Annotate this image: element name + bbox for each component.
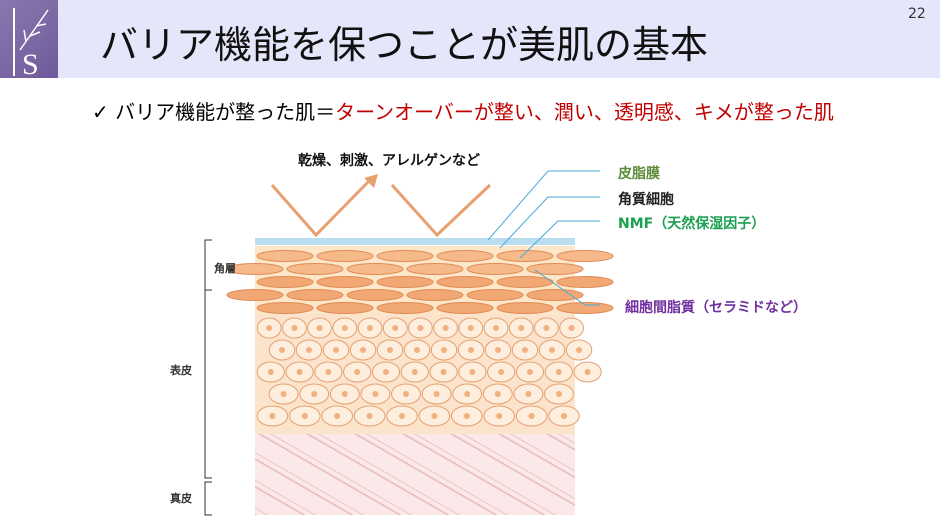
corneocyte	[406, 289, 464, 301]
corneocyte	[376, 302, 434, 314]
label-nmf: NMF（天然保湿因子）	[618, 216, 766, 232]
corneocyte	[436, 250, 494, 262]
corneocyte	[256, 302, 314, 314]
leader-nmf	[519, 220, 600, 259]
logo-graphic: S	[13, 8, 49, 78]
corneocyte	[526, 289, 584, 301]
page-title: バリア機能を保つことが美肌の基本	[100, 23, 709, 67]
label-stratum-corneum: 角層	[214, 262, 236, 275]
corneocyte	[496, 302, 554, 314]
corneocyte	[496, 276, 554, 288]
ks-logo: S	[0, 0, 58, 78]
bracket-epidermis	[204, 239, 212, 479]
corneocyte	[226, 289, 284, 301]
leader-corneocyte	[499, 196, 600, 249]
arrowhead-icon	[364, 174, 378, 188]
dermis	[255, 420, 575, 515]
bullet-point: ✓ バリア機能が整った肌＝ターンオーバーが整い、潤い、透明感、キメが整った肌	[92, 96, 834, 125]
svg-text:S: S	[22, 48, 39, 78]
corneocyte	[526, 263, 584, 275]
corneocyte	[496, 250, 554, 262]
bracket-dermis	[204, 481, 212, 516]
corneocyte	[256, 250, 314, 262]
corneocyte	[346, 263, 404, 275]
corneocyte	[256, 276, 314, 288]
bracket-stratum	[204, 239, 212, 291]
corneocyte	[556, 302, 614, 314]
label-dermis: 真皮	[170, 492, 192, 505]
stimulus-label: 乾燥、刺激、アレルゲンなど	[298, 153, 480, 169]
corneocyte	[376, 276, 434, 288]
corneocyte	[226, 263, 284, 275]
epidermis-cells	[255, 314, 602, 434]
arrow-bounce-right	[390, 183, 492, 238]
check-icon: ✓	[92, 100, 109, 124]
corneocyte	[466, 263, 524, 275]
corneocyte	[436, 276, 494, 288]
corneocyte	[466, 289, 524, 301]
label-sebum: 皮脂膜	[618, 166, 660, 182]
bullet-text-red: ターンオーバーが整い、潤い、透明感、キメが整った肌	[335, 100, 834, 124]
corneocyte	[316, 276, 374, 288]
leader-sebum	[487, 170, 600, 241]
label-corneocyte: 角質細胞	[618, 192, 674, 208]
corneocyte	[376, 250, 434, 262]
leader-lipid	[534, 269, 600, 306]
label-intercellular-lipid: 細胞間脂質（セラミドなど）	[625, 300, 807, 316]
corneocyte	[556, 276, 614, 288]
bullet-text-black: バリア機能が整った肌＝	[115, 100, 336, 124]
page-number: 22	[908, 6, 926, 22]
corneocyte	[316, 250, 374, 262]
corneocytes	[226, 250, 614, 314]
title-bar: S バリア機能を保つことが美肌の基本 22	[0, 0, 940, 78]
corneocyte	[346, 289, 404, 301]
corneocyte	[436, 302, 494, 314]
corneocyte	[286, 263, 344, 275]
corneocyte	[406, 263, 464, 275]
sebum-film	[255, 238, 575, 245]
corneocyte	[556, 250, 614, 262]
arrow-bounce-left	[270, 176, 374, 238]
corneocyte	[316, 302, 374, 314]
label-epidermis: 表皮	[170, 364, 192, 377]
corneocyte	[286, 289, 344, 301]
